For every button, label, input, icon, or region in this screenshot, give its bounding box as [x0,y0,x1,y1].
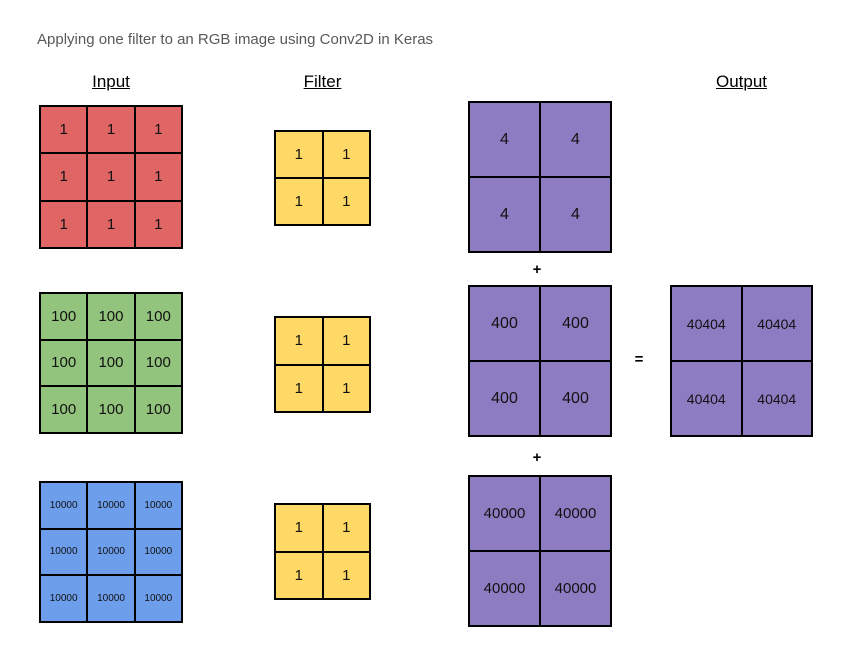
matrix-cell: 1 [87,200,135,248]
matrix-cell: 1 [322,317,370,365]
matrix-cell: 1 [322,504,370,552]
matrix-cell: 40000 [540,551,611,626]
matrix-cell: 1 [275,317,323,365]
matrix-cell: 4 [540,177,611,252]
matrix-cell: 100 [40,386,88,433]
matrix-cell: 1 [134,106,182,154]
matrix-cell: 40404 [671,286,742,361]
matrix-cell: 100 [40,293,88,340]
matrix-cell: 1 [87,106,135,154]
matrix-cell: 100 [87,293,135,340]
matrix-cell: 10000 [87,575,135,622]
matrix-cell: 100 [87,386,135,433]
matrix-cell: 40000 [540,476,611,551]
matrix-cell: 100 [134,293,182,340]
filter-column-header: Filter [303,72,342,91]
matrix-cell: 1 [322,178,370,225]
matrix-cell: 1 [134,200,182,248]
matrix-cell: 1 [40,200,88,248]
matrix-cell: 10000 [134,575,182,622]
equals-operator: = [634,351,644,368]
matrix-cell: 400 [469,361,540,436]
output-column-header: Output [715,72,768,91]
matrix-cell: 400 [540,286,611,361]
matrix-cell: 10000 [40,528,88,576]
matrix-cell: 40404 [741,286,812,361]
matrix-cell: 100 [87,339,135,387]
matrix-cell: 1 [40,153,88,201]
matrix-cell: 40404 [741,361,812,436]
matrix-cell: 4 [469,177,540,252]
matrix-cell: 10000 [87,528,135,576]
matrix-cell: 1 [40,106,88,154]
matrix-cell: 10000 [134,482,182,529]
matrix-cell: 100 [40,339,88,387]
matrix-cell: 4 [469,102,540,177]
matrix-cell: 40000 [469,476,540,551]
matrix-cell: 4 [540,102,611,177]
plus-operator-bottom: + [532,449,542,466]
matrix-cell: 1 [87,153,135,201]
matrix-cell: 40404 [671,361,742,436]
diagram-title: Applying one filter to an RGB image usin… [37,31,434,48]
input-column-header: Input [92,72,130,91]
matrix-cell: 1 [134,153,182,201]
matrix-cell: 1 [275,131,323,178]
plus-operator-top: + [532,261,542,278]
matrix-cell: 100 [134,386,182,433]
matrix-cell: 400 [469,286,540,361]
matrix-cell: 1 [275,178,323,225]
matrix-cell: 1 [322,364,370,412]
matrix-cell: 1 [275,364,323,412]
matrix-cell: 400 [540,361,611,436]
matrix-cell: 10000 [87,482,135,529]
matrix-cell: 1 [322,551,370,599]
matrix-cell: 40000 [469,551,540,626]
matrix-cell: 1 [275,504,323,552]
matrix-cell: 10000 [40,482,88,529]
matrix-cell: 10000 [134,528,182,576]
matrix-cell: 1 [322,131,370,178]
matrix-cell: 1 [275,551,323,599]
matrix-cell: 100 [134,339,182,387]
matrix-cell: 10000 [40,575,88,622]
